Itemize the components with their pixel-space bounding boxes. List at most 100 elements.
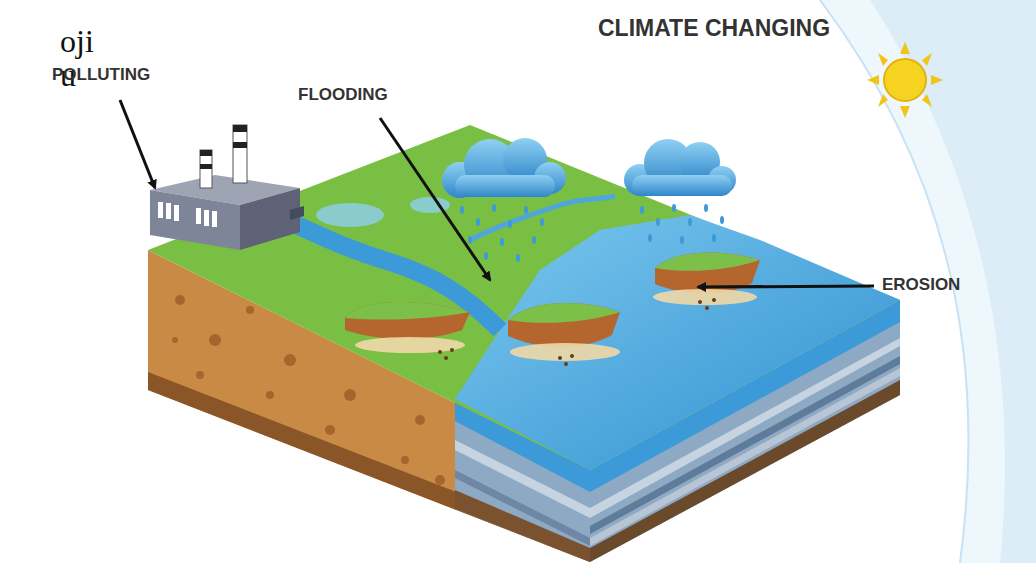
soil-block-part-part: [284, 354, 296, 366]
rain-clouds-part-part: [720, 216, 724, 224]
factory-part-part: [204, 210, 209, 226]
rain-clouds-part-part: [460, 206, 464, 214]
eroding-islands-part-part: [510, 343, 620, 361]
ground-surface-part: [148, 125, 900, 470]
eroding-islands-part-part: [564, 362, 568, 366]
sun-part-part: [900, 42, 910, 54]
factory-part: [290, 206, 304, 220]
rain-clouds-part-part: [688, 218, 692, 226]
factory-part: [233, 125, 247, 183]
eroding-islands-part: [345, 302, 470, 320]
soil-block-part-part: [246, 306, 254, 314]
slide-text-fragment: oji: [60, 24, 94, 59]
sun-part-part: [878, 53, 888, 66]
ground-surface-part: [455, 215, 900, 470]
water-strata-part: [455, 490, 590, 562]
rain-clouds-part-part: [640, 206, 644, 214]
sun-part-part: [878, 94, 888, 107]
callout-label: POLLUTING: [52, 66, 150, 85]
soil-block-part-part: [415, 415, 425, 425]
eroding-islands-part-part: [570, 354, 574, 358]
factory-part: [200, 150, 212, 156]
factory-part: [200, 164, 212, 169]
leader-arrows-part: [120, 100, 155, 188]
rain-clouds-part-part: [455, 175, 555, 197]
eroding-islands: [345, 252, 760, 366]
factory-part: [233, 125, 247, 132]
soil-block-part-part: [435, 475, 445, 485]
rain-clouds-part-part: [484, 252, 488, 260]
sun-part-part: [931, 75, 943, 85]
soil-block-part-part: [325, 425, 335, 435]
rain-clouds-part-part: [632, 175, 732, 196]
background-swoosh-part: [870, 0, 1036, 563]
callout-label: EROSION: [882, 276, 960, 295]
eroding-islands-part: [355, 289, 757, 361]
eroding-islands-part-part: [444, 356, 448, 360]
ground-surface: [148, 125, 900, 470]
rain-clouds-part: [442, 138, 736, 198]
rain-clouds-part-part: [540, 218, 544, 226]
eroding-islands-part-part: [438, 350, 442, 354]
soil-block-part-part: [266, 391, 274, 399]
eroding-islands-part: [438, 298, 716, 366]
eroding-islands-part-part: [558, 356, 562, 360]
rain-clouds-part-part: [500, 238, 504, 246]
sun-part-part: [922, 53, 932, 66]
rain-clouds-part-part: [508, 220, 512, 228]
rain-clouds-part-part: [704, 204, 708, 212]
diagram-title: CLIMATE CHANGING: [598, 16, 830, 41]
rain-clouds-part-part: [656, 218, 660, 226]
sun-part-part: [900, 106, 910, 118]
sun-part: [867, 42, 943, 118]
factory-part: [200, 150, 212, 188]
soil-block-part-part: [196, 371, 204, 379]
eroding-islands-part-part: [705, 306, 709, 310]
rain-clouds-part-part: [468, 236, 472, 244]
eroding-islands-part-part: [450, 348, 454, 352]
factory-part-part: [158, 202, 163, 218]
sun-part-part: [922, 94, 932, 107]
sun-part: [884, 59, 926, 101]
eroding-islands-part-part: [698, 300, 702, 304]
eroding-islands-part: [508, 303, 620, 323]
rain-clouds-part-part: [648, 234, 652, 242]
factory-part: [233, 142, 247, 148]
soil-block-part-part: [344, 389, 356, 401]
leader-arrows: [120, 100, 874, 287]
factory-part-part: [196, 208, 201, 224]
rain-clouds: [442, 138, 736, 262]
ground-surface-part: [470, 196, 615, 240]
rain-clouds-part-part: [476, 218, 480, 226]
soil-block-part-part: [175, 295, 185, 305]
factory: [150, 125, 304, 250]
rain-clouds-part-part: [672, 204, 676, 212]
ground-surface-part: [316, 203, 384, 227]
soil-block-part-part: [209, 334, 221, 346]
leader-arrows-part: [698, 286, 874, 287]
soil-block-part-part: [401, 456, 409, 464]
rain-clouds-part-part: [680, 236, 684, 244]
leader-arrows-part: [380, 118, 490, 280]
rain-clouds-part-part: [532, 236, 536, 244]
eroding-islands-part-part: [712, 298, 716, 302]
rain-clouds-part-part: [712, 234, 716, 242]
rain-clouds-part-part: [516, 254, 520, 262]
rain-clouds-part-part: [524, 206, 528, 214]
eroding-islands-part-part: [355, 337, 465, 353]
soil-block-part-part: [172, 337, 178, 343]
eroding-islands-part: [345, 302, 470, 339]
callout-label: FLOODING: [298, 86, 388, 105]
sun: [867, 42, 943, 118]
factory-part: [150, 190, 240, 250]
eroding-islands-part: [655, 252, 760, 270]
eroding-islands-part: [508, 303, 620, 347]
sun-part-part: [867, 75, 879, 85]
eroding-islands-part-part: [653, 289, 757, 305]
rain-clouds-part: [460, 204, 724, 262]
rain-clouds-part-part: [492, 204, 496, 212]
factory-part-part: [174, 205, 179, 221]
factory-part-part: [166, 203, 171, 219]
